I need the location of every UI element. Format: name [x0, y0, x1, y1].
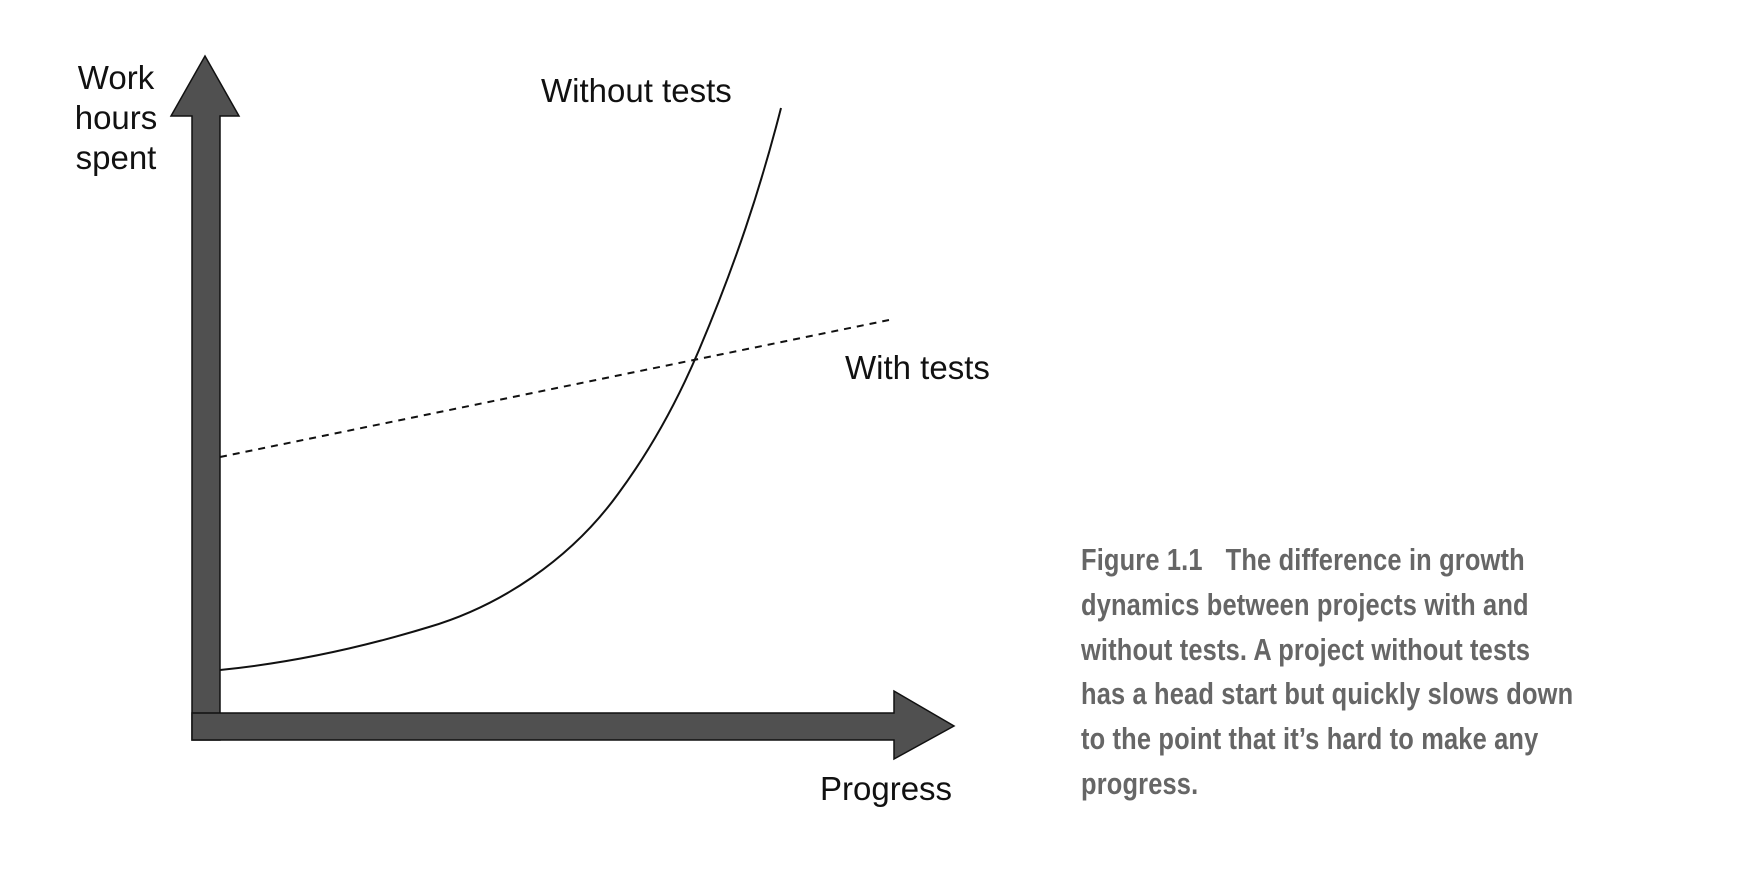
- caption-line: without tests. A project without tests: [1081, 631, 1531, 667]
- y-axis-label-line: Work: [77, 59, 155, 96]
- y-axis-label: Work hours spent: [70, 58, 162, 178]
- caption-line: dynamics between projects with and: [1081, 586, 1529, 622]
- without-tests-label: Without tests: [541, 72, 732, 109]
- caption-line: has a head start but quickly slows down: [1081, 676, 1574, 712]
- y-axis-label-line: spent: [75, 139, 157, 176]
- without-tests-curve: [219, 107, 782, 671]
- with-tests-label: With tests: [845, 349, 990, 386]
- caption-line: progress.: [1081, 765, 1199, 801]
- x-axis-label: Progress: [820, 770, 953, 807]
- caption-line: to the point that it’s hard to make any: [1081, 721, 1539, 757]
- y-axis-label-line: hours: [74, 99, 158, 136]
- figure-number: Figure 1.1: [1081, 542, 1203, 577]
- x-axis-arrow: [191, 689, 956, 761]
- caption-line: The difference in growth: [1225, 542, 1525, 577]
- y-axis-arrow: [169, 54, 241, 741]
- with-tests-line: [219, 319, 890, 458]
- figure-caption: Figure 1.1 The difference in growth dynam…: [1081, 538, 1573, 807]
